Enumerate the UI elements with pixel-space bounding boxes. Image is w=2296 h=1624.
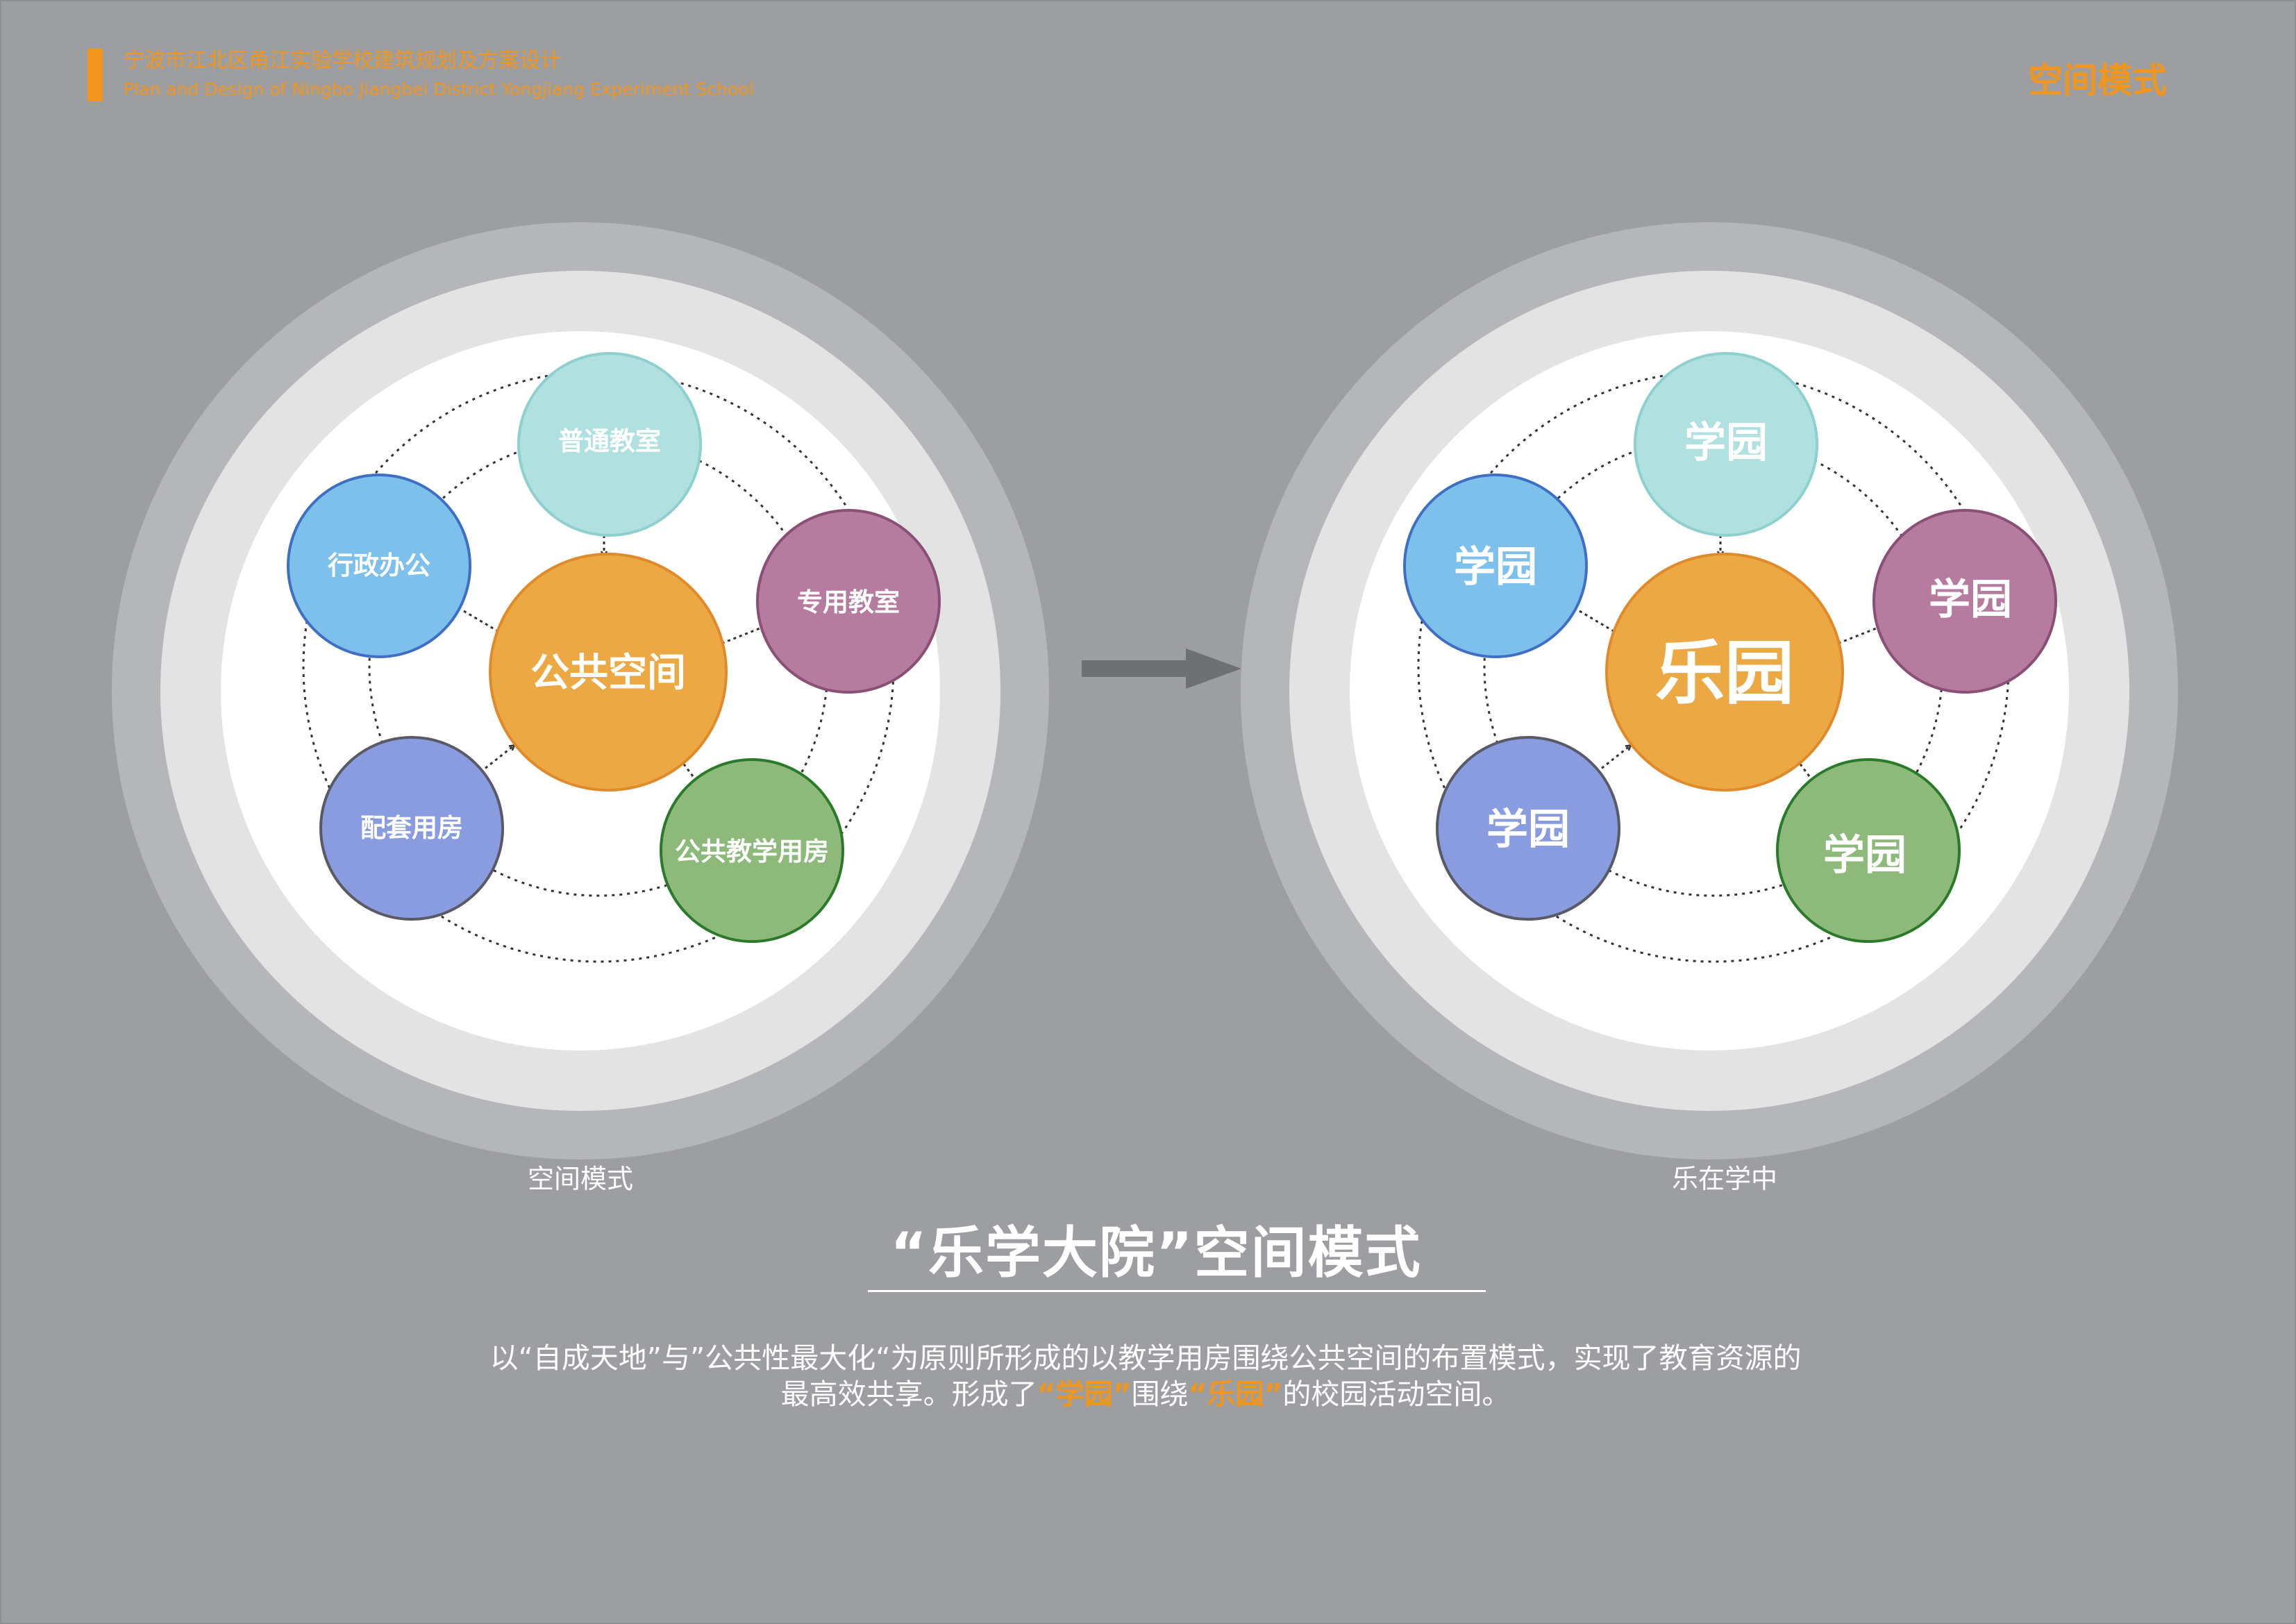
main-title: “乐学大院”空间模式: [890, 1221, 1422, 1285]
right-node-upper-left-label: 学园: [1454, 543, 1537, 592]
description-line-2-end: 的校园活动空间。: [1282, 1378, 1511, 1411]
right-link-upper-left: [1579, 610, 1617, 633]
left-link-upper-right: [719, 625, 766, 644]
transition-arrow: [1082, 648, 1241, 689]
right-center-node: [1605, 553, 1844, 792]
left-node-upper-left-label: 行政办公: [328, 551, 430, 580]
description-line-2-start: 最高效共享。形成了: [780, 1378, 1037, 1411]
right-node-top-label: 学园: [1684, 419, 1768, 467]
description-line-1: 以“自成天地”与”公共性最大化“为原则所形成的以教学用房围绕公共空间的布置模式，…: [489, 1341, 1802, 1375]
left-node-top: [517, 352, 702, 537]
main-title-underline: [868, 1290, 1486, 1292]
left-link-upper-left: [463, 610, 501, 633]
left-node-upper-right: [756, 509, 941, 694]
highlight-leyuan: “乐园”: [1188, 1378, 1283, 1411]
left-node-lower-right: [660, 758, 844, 943]
right-diagram-caption: 乐在学中: [1671, 1164, 1777, 1194]
right-node-lower-left-label: 学园: [1486, 805, 1570, 854]
transition-arrow-shaft: [1082, 660, 1186, 677]
description-line-2: 最高效共享。形成了“学园”围绕“乐园”的校园活动空间。: [486, 1376, 1805, 1412]
right-center-label: 乐园: [1655, 633, 1794, 714]
right-node-lower-right-label: 学园: [1823, 831, 1907, 880]
right-node-upper-right-label: 学园: [1929, 576, 2012, 624]
transition-arrow-head: [1186, 648, 1241, 689]
left-center-label: 公共空间: [530, 651, 686, 696]
right-diagram: 乐园 学园 学园 学园 学园 学园: [1241, 222, 2178, 1160]
left-link-lower-left: [480, 746, 514, 773]
description-line-2-mid: 围绕: [1131, 1378, 1189, 1411]
right-node-top: [1634, 352, 1818, 537]
left-node-upper-right-label: 专用教室: [797, 587, 900, 617]
left-node-top-label: 普通教室: [558, 426, 661, 456]
left-node-lower-right-label: 公共教学用房: [675, 837, 829, 867]
highlight-xueyuan: “学园”: [1037, 1378, 1132, 1411]
description: 以“自成天地”与”公共性最大化“为原则所形成的以教学用房围绕公共空间的布置模式，…: [486, 1340, 1805, 1412]
left-node-lower-left: [319, 736, 504, 921]
header-accent-bar: [87, 49, 103, 101]
left-diagram: 公共空间 普通教室 行政办公 专用教室 配套用房 公共教学用房: [112, 222, 1049, 1160]
header-title-cn: 宁波市江北区甬江实验学校建筑规划及方案设计: [124, 49, 561, 73]
right-node-lower-left: [1436, 736, 1620, 921]
right-node-lower-right: [1776, 758, 1961, 943]
right-node-upper-left: [1403, 474, 1588, 658]
right-link-lower-left: [1596, 746, 1630, 773]
left-node-upper-left: [287, 474, 471, 658]
left-diagram-caption: 空间模式: [527, 1164, 633, 1194]
right-node-upper-right: [1872, 509, 2057, 694]
left-center-node: [489, 553, 728, 792]
section-title: 空间模式: [2028, 60, 2167, 101]
right-link-upper-right: [1836, 625, 1882, 644]
left-node-lower-left-label: 配套用房: [360, 813, 463, 843]
header-title-en: Plan and Design of Ningbo Jiangbei Distr…: [124, 79, 754, 99]
